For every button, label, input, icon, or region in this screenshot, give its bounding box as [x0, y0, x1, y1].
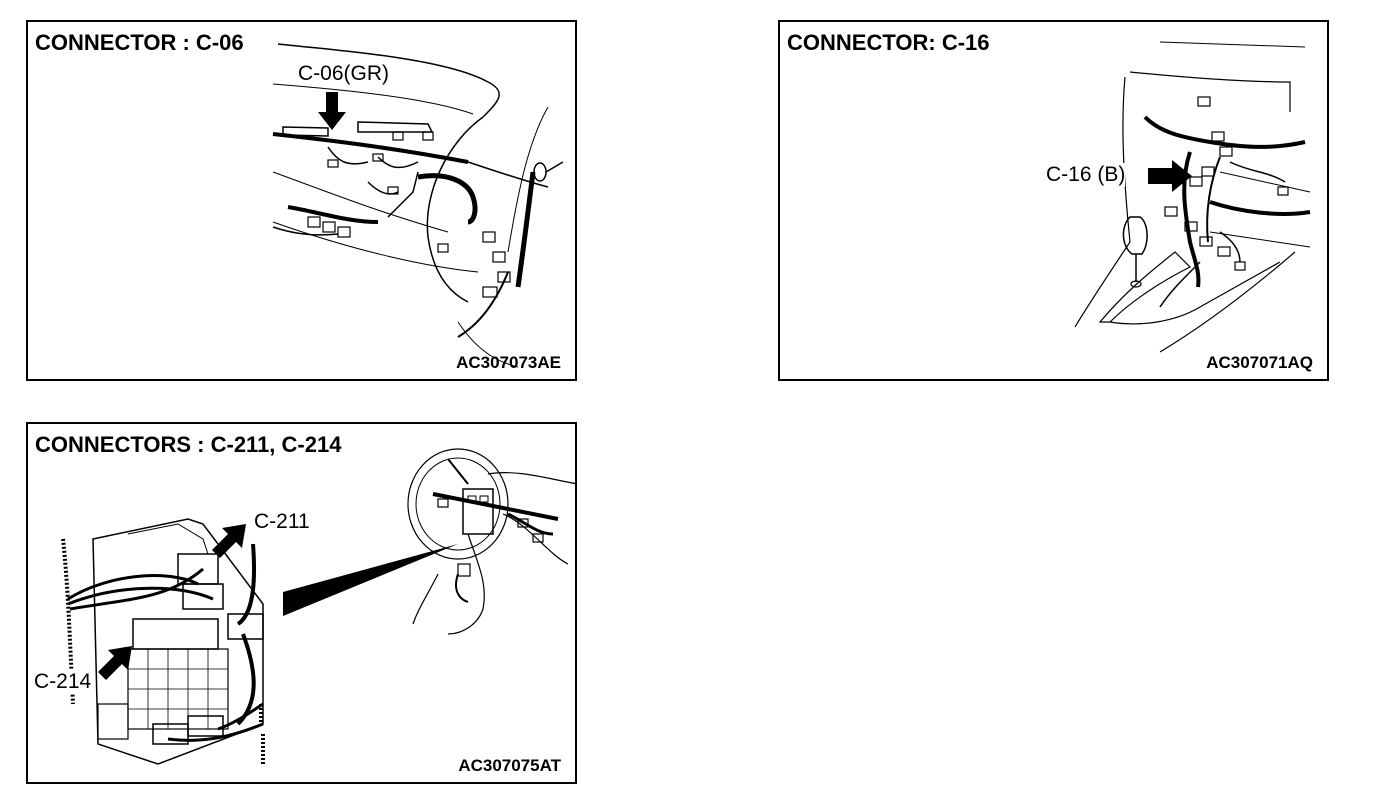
connectors-c211-c214-panel: CONNECTORS : C-211, C-214 C-211 C-214 AC…: [26, 422, 577, 784]
c06-callout-label: C-06(GR): [298, 62, 390, 85]
panel-title: CONNECTOR : C-06: [35, 30, 250, 56]
c16-callout-label: C-16 (B): [1046, 163, 1126, 187]
figure-code: AC307071AQ: [1206, 353, 1313, 372]
connector-c16-panel: CONNECTOR: C-16 C-16 (B) AC307071AQ: [778, 20, 1329, 381]
c211-c214-fusebox-drawing: [61, 448, 575, 765]
c16-harness-drawing: [1074, 41, 1311, 353]
panel-title: CONNECTOR: C-16: [787, 30, 996, 56]
panel-title: CONNECTORS : C-211, C-214: [35, 432, 348, 458]
c211-callout-label: C-211: [254, 510, 310, 533]
c06-harness-drawing: [272, 43, 564, 368]
figure-code: AC307075AT: [458, 756, 561, 775]
figure-code: AC307073AE: [456, 353, 561, 372]
connector-c06-panel: CONNECTOR : C-06 C-06(GR) AC307073AE: [26, 20, 577, 381]
c214-callout-label: C-214: [34, 670, 92, 694]
